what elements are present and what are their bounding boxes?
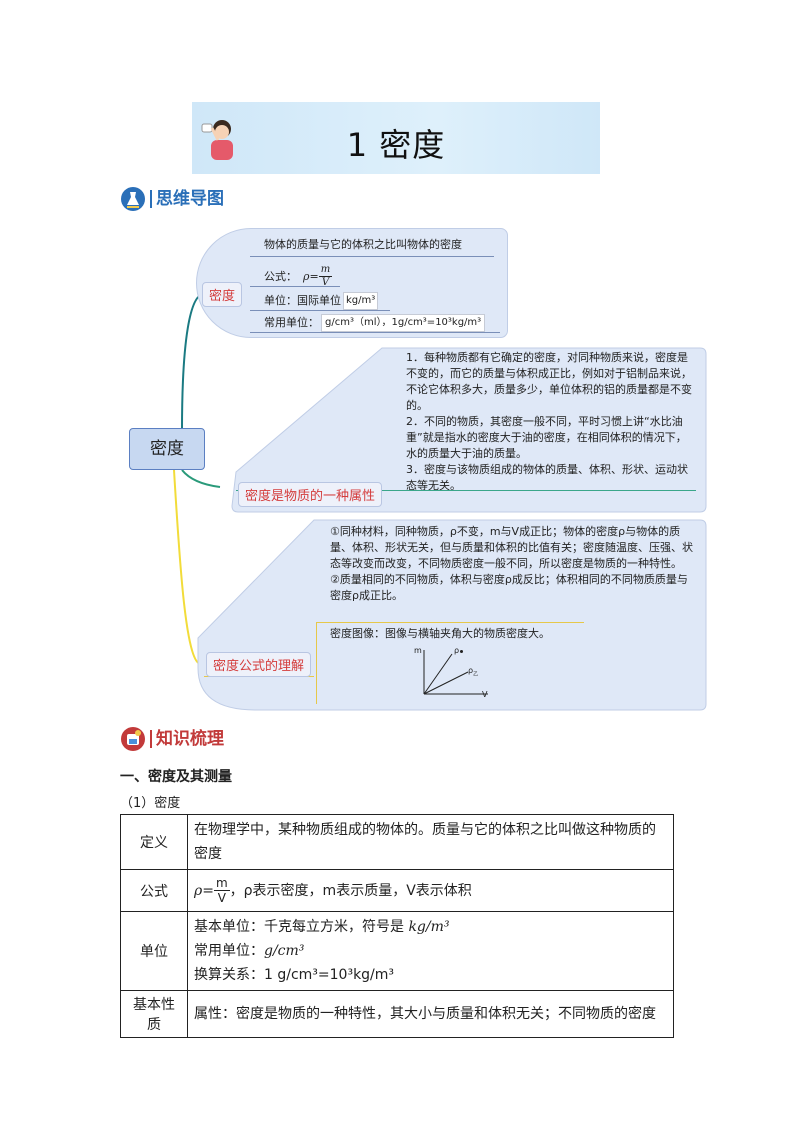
mindmap-root-node: 密度	[129, 428, 205, 470]
branch3-graph-caption: 密度图像：图像与横轴夹角大的物质密度大。	[330, 626, 550, 642]
branch3-tag: 密度公式的理解	[206, 652, 311, 677]
beaker-icon	[120, 726, 146, 752]
table-formula: ρ= m V ，ρ表示密度，m表示质量，V表示体积	[194, 876, 472, 905]
knowledge-subheading: （1）密度	[120, 792, 180, 811]
graph-axis-x: V	[482, 690, 487, 699]
table-value-unit: 基本单位：千克每立方米，符号是 kg/m³ 常用单位：g/cm³ 换算关系：1 …	[188, 912, 674, 991]
title-banner: 1 密度	[192, 102, 600, 174]
branch1-common-value: g/cm³（ml），1g/cm³=10³kg/m³	[321, 314, 485, 332]
unit-line-2-text: 常用单位：	[194, 943, 264, 959]
table-formula-rho: ρ=	[194, 879, 214, 903]
branch3-rule-1	[316, 622, 584, 623]
unit-line-1-symbol: kg/m³	[408, 919, 449, 935]
knowledge-section-label: 知识梳理	[150, 730, 224, 748]
table-value-formula: ρ= m V ，ρ表示密度，m表示质量，V表示体积	[188, 870, 674, 912]
knowledge-heading: 一、密度及其测量	[120, 766, 232, 786]
unit-line-1-text: 基本单位：千克每立方米，符号是	[194, 919, 408, 935]
graph-line2-label: ρ乙	[468, 666, 478, 678]
branch1-formula-den: V	[322, 277, 329, 289]
branch1-rule-4	[250, 332, 500, 333]
unit-line-2-symbol: g/cm³	[264, 943, 304, 959]
graph-line1-marker	[460, 650, 463, 653]
density-graph	[412, 644, 492, 700]
unit-line-1: 基本单位：千克每立方米，符号是 kg/m³	[194, 915, 667, 939]
branch1-rule-2	[250, 286, 340, 287]
branch1-formula-num: m	[319, 264, 332, 277]
branch1-rule-3	[250, 310, 390, 311]
branch1-rule-1	[250, 256, 494, 257]
table-formula-num: m	[214, 876, 230, 891]
table-formula-rest: ，ρ表示密度，m表示质量，V表示体积	[230, 879, 472, 903]
branch3-text: ①同种材料，同种物质，ρ不变，m与V成正比；物体的密度ρ与物体的质量、体积、形状…	[330, 524, 696, 604]
branch1-unit-value: kg/m³	[343, 292, 378, 310]
graph-line1-label: ρ	[454, 646, 459, 655]
table-key-definition: 定义	[121, 815, 188, 870]
branch1-common: 常用单位： g/cm³（ml），1g/cm³=10³kg/m³	[264, 314, 485, 332]
branch2-text: 1．每种物质都有它确定的密度，对同种物质来说，密度是不变的，而它的质量与体积成正…	[406, 350, 696, 494]
table-row: 公式 ρ= m V ，ρ表示密度，m表示质量，V表示体积	[121, 870, 674, 912]
branch1-definition: 物体的质量与它的体积之比叫物体的密度	[264, 237, 462, 253]
knowledge-section-heading: 知识梳理	[120, 726, 224, 752]
table-row: 定义 在物理学中，某种物质组成的物体的。质量与它的体积之比叫做这种物质的密度	[121, 815, 674, 870]
branch1-unit: 单位：国际单位 kg/m³	[264, 292, 378, 310]
graph-line2-sub: 乙	[473, 672, 478, 678]
unit-line-2: 常用单位：g/cm³	[194, 939, 667, 963]
density-table: 定义 在物理学中，某种物质组成的物体的。质量与它的体积之比叫做这种物质的密度 公…	[120, 814, 674, 1038]
mindmap-section-label: 思维导图	[150, 190, 224, 208]
table-key-unit: 单位	[121, 912, 188, 991]
page-title: 1 密度	[192, 120, 600, 166]
table-formula-fraction: m V	[214, 876, 230, 905]
mindmap-section-heading: 思维导图	[120, 186, 224, 212]
table-value-property: 属性：密度是物质的一种特性，其大小与质量和体积无关；不同物质的密度	[188, 991, 674, 1038]
branch1-formula-eq: =	[309, 269, 318, 285]
table-value-definition: 在物理学中，某种物质组成的物体的。质量与它的体积之比叫做这种物质的密度	[188, 815, 674, 870]
branch1-tag: 密度	[202, 282, 242, 307]
table-formula-den: V	[218, 891, 226, 905]
table-row: 单位 基本单位：千克每立方米，符号是 kg/m³ 常用单位：g/cm³ 换算关系…	[121, 912, 674, 991]
table-key-formula: 公式	[121, 870, 188, 912]
branch1-common-label: 常用单位：	[264, 315, 319, 331]
branch2-tag: 密度是物质的一种属性	[238, 482, 382, 507]
table-row: 基本性质 属性：密度是物质的一种特性，其大小与质量和体积无关；不同物质的密度	[121, 991, 674, 1038]
table-key-property: 基本性质	[121, 991, 188, 1038]
branch3-rule-vertical	[316, 622, 317, 704]
flask-icon	[120, 186, 146, 212]
branch1-formula-label: 公式：	[264, 269, 297, 285]
unit-line-3: 换算关系：1 g/cm³=10³kg/m³	[194, 963, 667, 987]
graph-axis-y: m	[414, 646, 422, 655]
branch1-unit-label: 单位：国际单位	[264, 293, 341, 309]
